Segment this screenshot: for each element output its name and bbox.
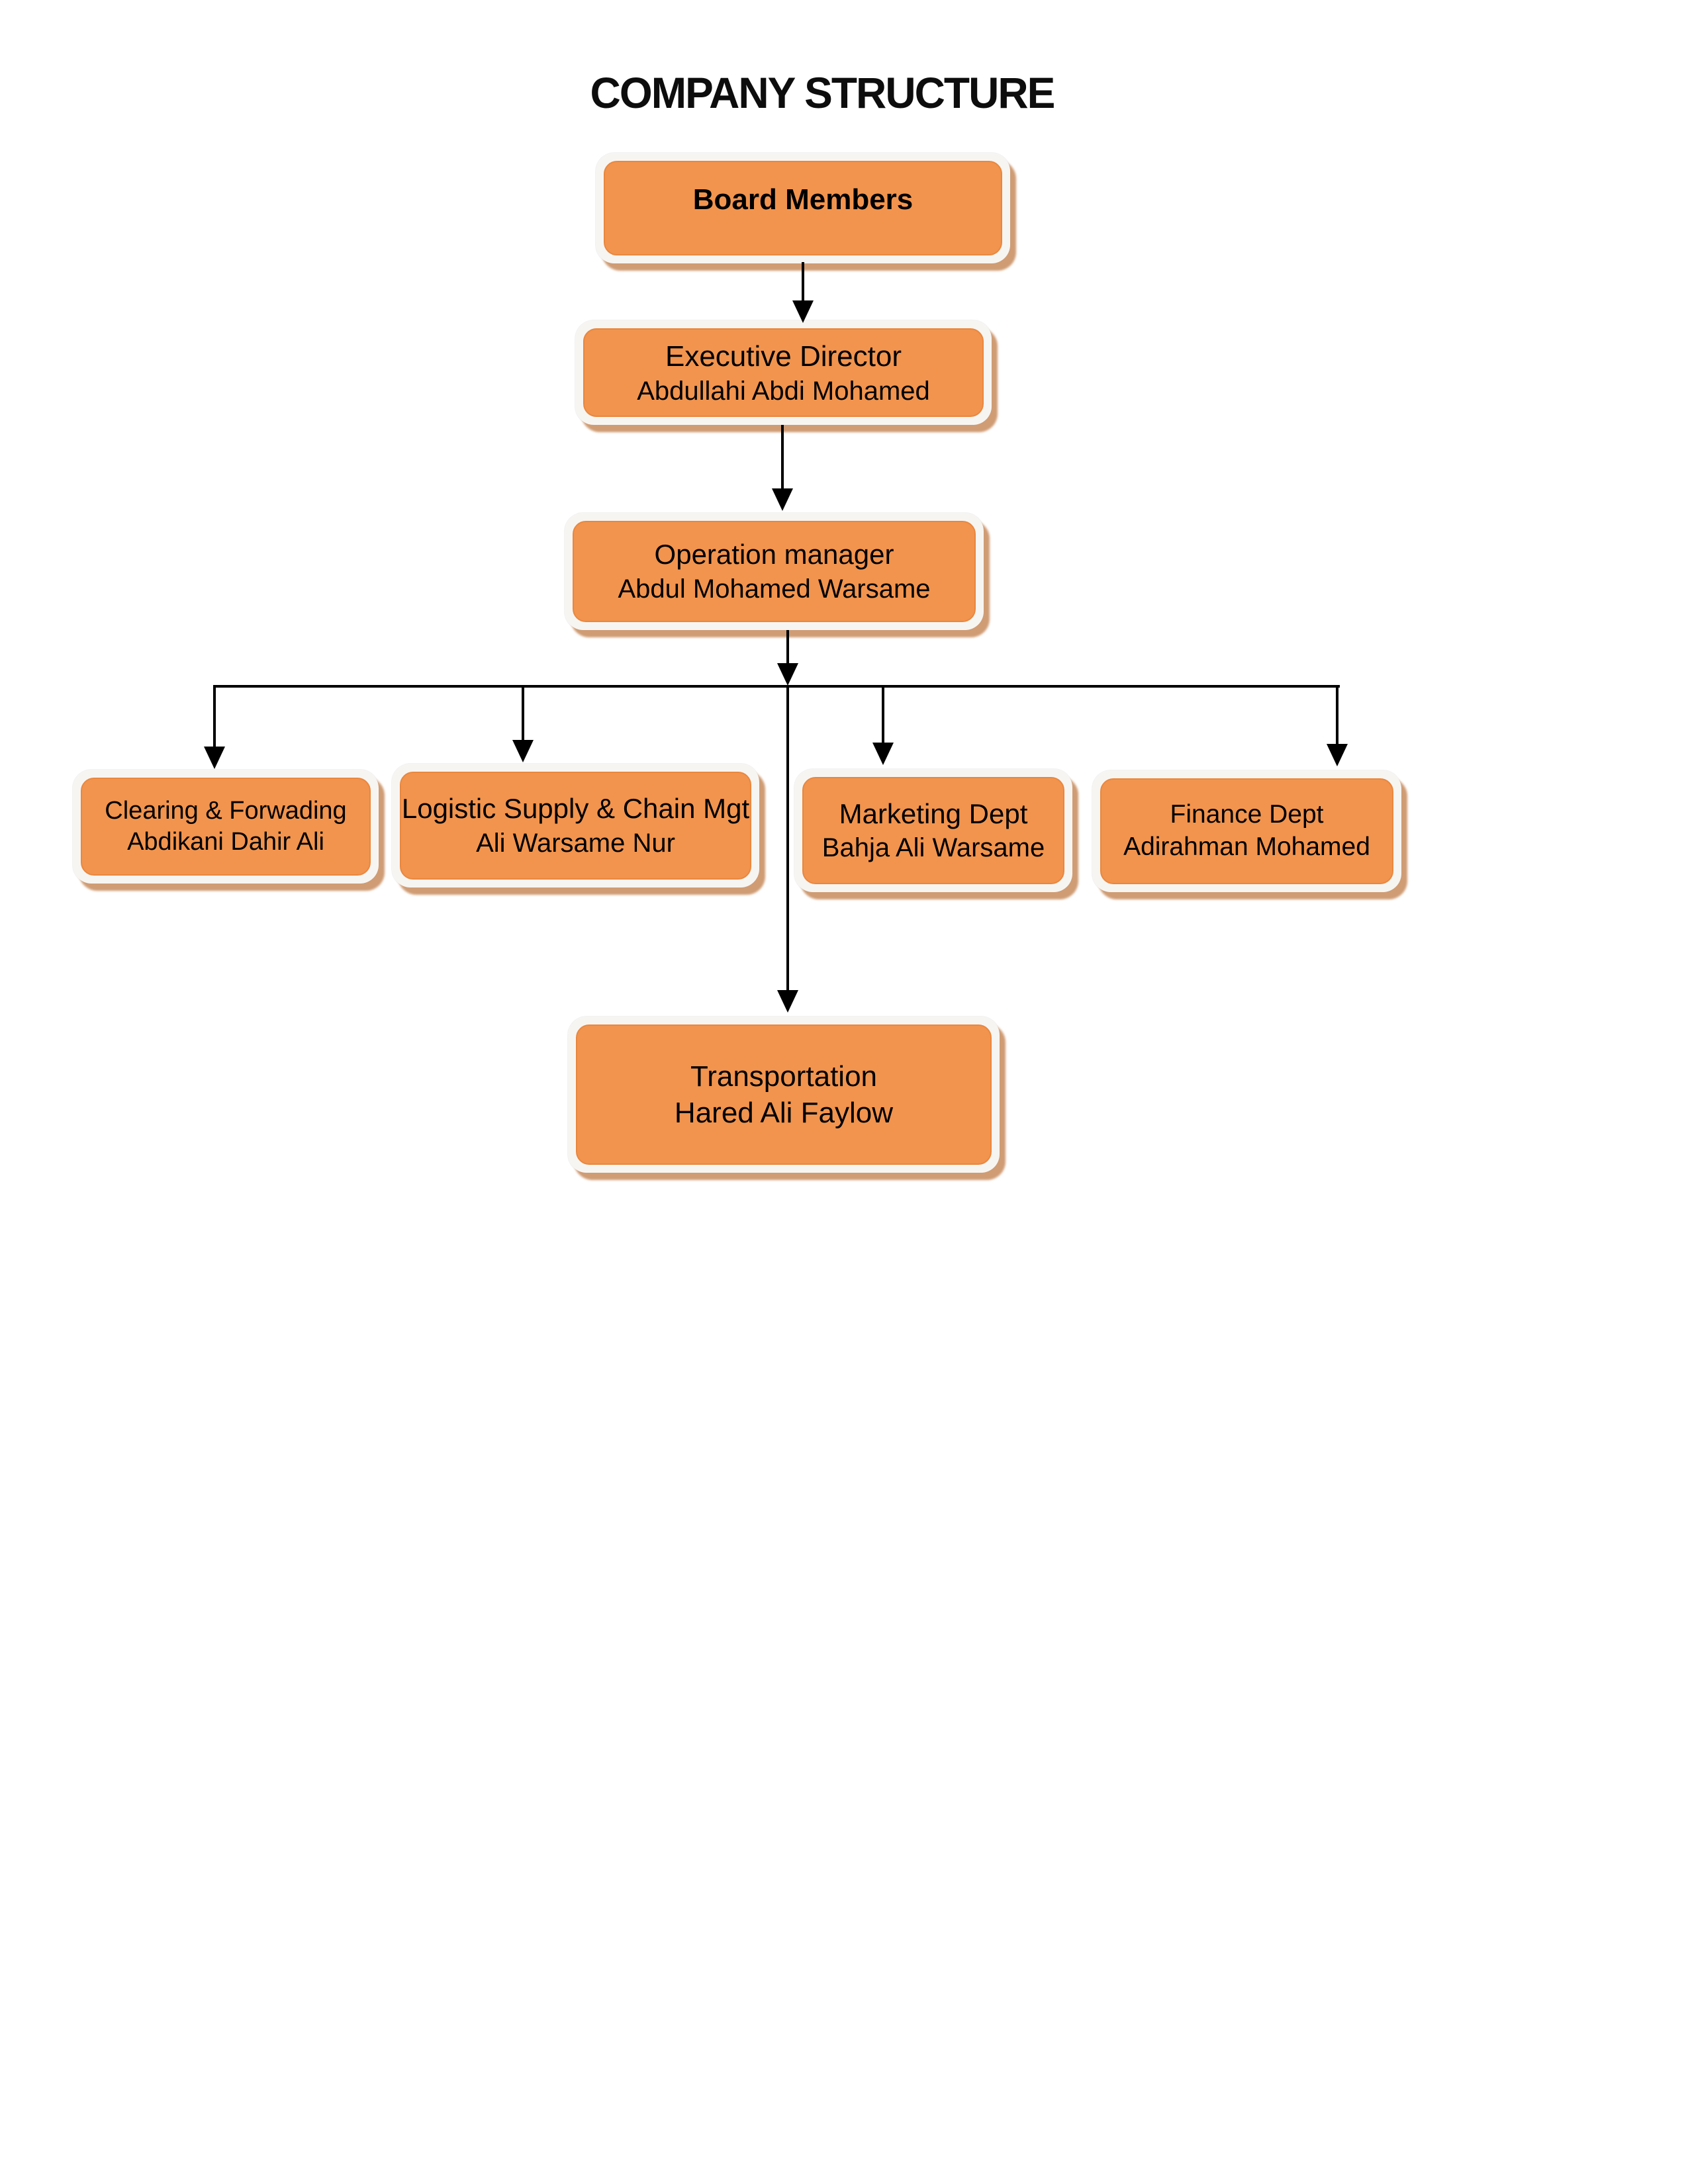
- node-transportation-body: Transportation Hared Ali Faylow: [576, 1024, 992, 1165]
- connector-branch-clearing: [213, 686, 216, 747]
- node-subtitle: Abdikani Dahir Ali: [127, 828, 324, 856]
- arrow-down-icon: [777, 663, 798, 686]
- node-board-members-body: Board Members: [604, 161, 1002, 255]
- connector-branch-marketing: [882, 686, 884, 743]
- connector-branch-transportation: [786, 688, 789, 991]
- node-logistic-supply-chain: Logistic Supply & Chain Mgt Ali Warsame …: [392, 764, 759, 887]
- node-marketing-dept: Marketing Dept Bahja Ali Warsame: [794, 769, 1072, 892]
- node-operation-manager-body: Operation manager Abdul Mohamed Warsame: [573, 521, 976, 622]
- arrow-down-icon: [1327, 744, 1348, 766]
- arrow-down-icon: [872, 743, 894, 765]
- node-title: Clearing & Forwading: [105, 796, 347, 825]
- node-board-members: Board Members: [596, 153, 1010, 263]
- node-title: Transportation: [690, 1060, 878, 1093]
- node-title: Marketing Dept: [839, 797, 1028, 829]
- node-marketing-dept-body: Marketing Dept Bahja Ali Warsame: [802, 777, 1064, 884]
- node-finance-dept-body: Finance Dept Adirahman Mohamed: [1100, 778, 1393, 884]
- node-subtitle: Hared Ali Faylow: [674, 1097, 894, 1129]
- node-operation-manager: Operation manager Abdul Mohamed Warsame: [565, 513, 984, 630]
- node-title: Logistic Supply & Chain Mgt: [401, 793, 750, 825]
- connector-branch-finance: [1336, 686, 1338, 745]
- connector-branch-logistic: [522, 686, 524, 741]
- connector-board-executive: [802, 262, 804, 302]
- node-subtitle: Abdullahi Abdi Mohamed: [637, 376, 930, 406]
- arrow-down-icon: [512, 740, 534, 762]
- node-transportation: Transportation Hared Ali Faylow: [568, 1017, 1000, 1173]
- arrow-down-icon: [204, 747, 225, 769]
- node-logistic-supply-chain-body: Logistic Supply & Chain Mgt Ali Warsame …: [400, 772, 751, 880]
- node-subtitle: Adirahman Mohamed: [1123, 833, 1370, 861]
- node-subtitle: Ali Warsame Nur: [476, 828, 675, 858]
- page-title: COMPANY STRUCTURE: [590, 68, 1056, 117]
- node-title: Executive Director: [665, 340, 902, 373]
- node-clearing-forwarding-body: Clearing & Forwading Abdikani Dahir Ali: [81, 778, 371, 876]
- arrow-down-icon: [792, 300, 814, 323]
- node-title: Operation manager: [654, 539, 894, 570]
- node-subtitle: Bahja Ali Warsame: [821, 833, 1045, 863]
- node-title: Board Members: [692, 183, 914, 216]
- node-title: Finance Dept: [1170, 800, 1324, 829]
- node-clearing-forwarding: Clearing & Forwading Abdikani Dahir Ali: [73, 770, 379, 884]
- node-subtitle: Abdul Mohamed Warsame: [618, 574, 931, 604]
- connector-branch-horizontal: [213, 685, 1340, 688]
- node-executive-director-body: Executive Director Abdullahi Abdi Mohame…: [583, 328, 984, 417]
- arrow-down-icon: [772, 488, 793, 511]
- arrow-down-icon: [777, 990, 798, 1013]
- connector-executive-operation: [781, 425, 784, 490]
- connector-operation-branch: [786, 630, 789, 664]
- node-executive-director: Executive Director Abdullahi Abdi Mohame…: [575, 320, 992, 425]
- node-finance-dept: Finance Dept Adirahman Mohamed: [1092, 770, 1401, 892]
